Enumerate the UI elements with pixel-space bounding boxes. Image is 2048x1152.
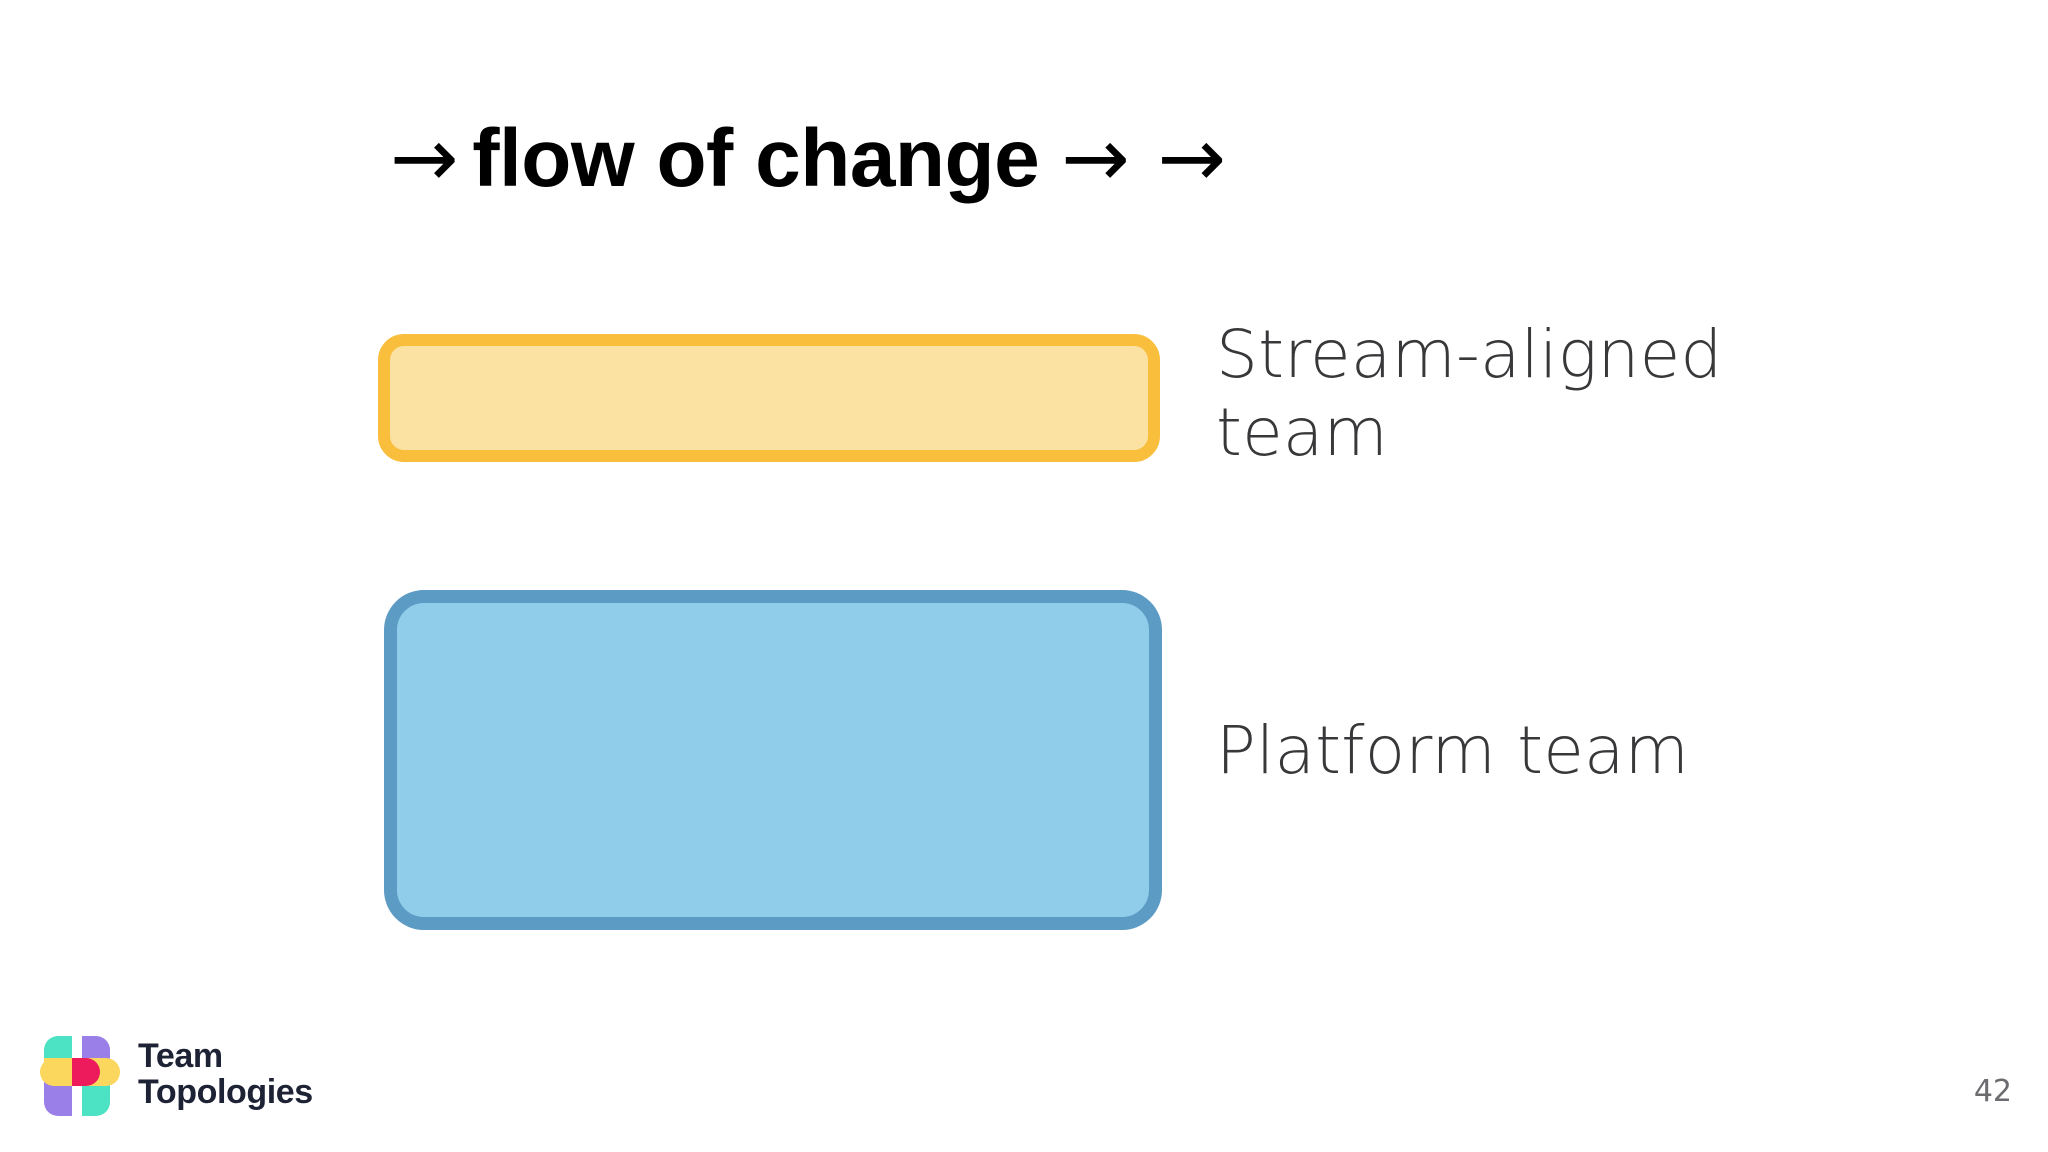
stream-aligned-team-shape: [378, 334, 1160, 462]
stream-aligned-team-label: Stream-aligned team: [1216, 316, 1776, 472]
team-topologies-logo: Team Topologies: [40, 1032, 313, 1116]
page-title-text: flow of change: [472, 113, 1040, 204]
platform-team-shape: [384, 590, 1162, 930]
logo-text-line-1: Team: [138, 1036, 223, 1075]
platform-team-label-line-1: Platform team: [1216, 712, 1690, 789]
arrow-right-icon-trail-2: →: [1157, 111, 1226, 206]
stream-aligned-team-label-line-2: team: [1216, 393, 1389, 471]
arrow-right-icon-trail-1: →: [1061, 111, 1130, 206]
stream-aligned-team-label-line-1: Stream-aligned: [1216, 316, 1723, 393]
team-topologies-logo-mark-icon: [40, 1032, 120, 1116]
team-topologies-logo-text: Team Topologies: [138, 1038, 313, 1110]
page-number: 42: [1973, 1074, 2012, 1109]
platform-team-label: Platform team: [1216, 712, 1836, 790]
arrow-right-icon-lead: →: [390, 111, 459, 206]
page-title: →flow of change→→: [390, 118, 1226, 200]
logo-text-line-2: Topologies: [138, 1073, 313, 1111]
